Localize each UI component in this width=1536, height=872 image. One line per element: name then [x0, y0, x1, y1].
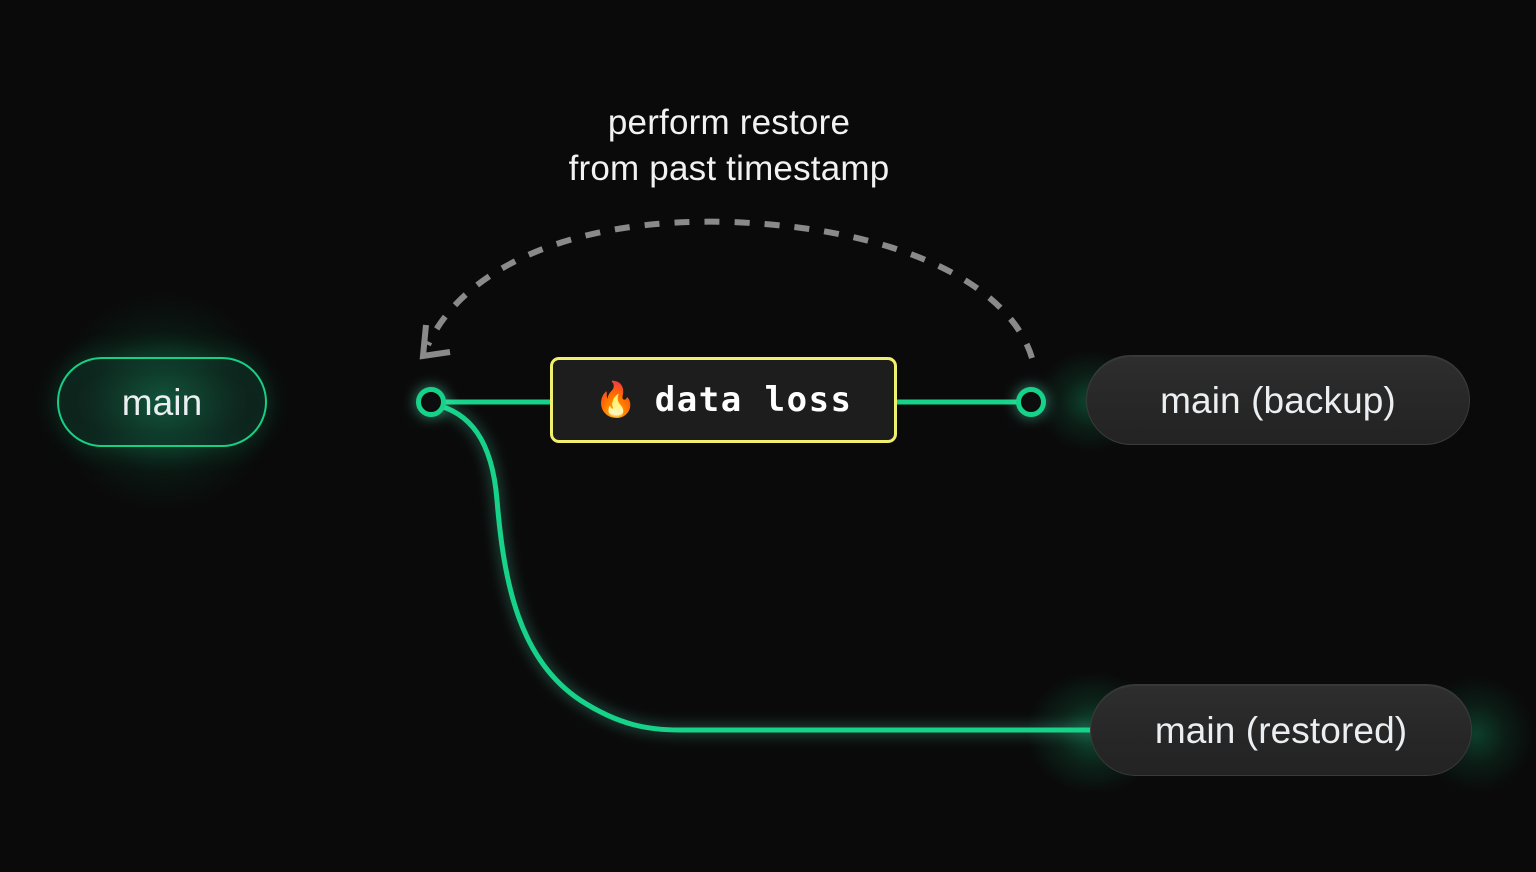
data-loss-box[interactable]: 🔥 data loss	[550, 357, 897, 443]
branch-pill-backup[interactable]: main (backup)	[1086, 355, 1470, 445]
restore-arrow-head	[419, 324, 451, 360]
edge-branchpoint-to-restored	[430, 401, 1095, 733]
fire-icon: 🔥	[594, 380, 637, 420]
head-commit-node[interactable]	[1016, 387, 1046, 417]
caption-line-1: perform restore	[607, 103, 851, 142]
restore-arrow-arc	[425, 218, 1035, 359]
branch-pill-restored[interactable]: main (restored)	[1090, 684, 1472, 776]
data-loss-label: data loss	[654, 380, 853, 420]
restore-caption: perform restore from past timestamp	[0, 100, 1458, 192]
caption-line-2: from past timestamp	[568, 149, 890, 188]
branch-pill-backup-label: main (backup)	[1160, 379, 1396, 421]
branch-pill-restored-label: main (restored)	[1154, 709, 1408, 751]
branch-pill-main-label: main	[121, 381, 203, 423]
branch-pill-main[interactable]: main	[57, 357, 267, 447]
branch-commit-node[interactable]	[416, 387, 446, 417]
